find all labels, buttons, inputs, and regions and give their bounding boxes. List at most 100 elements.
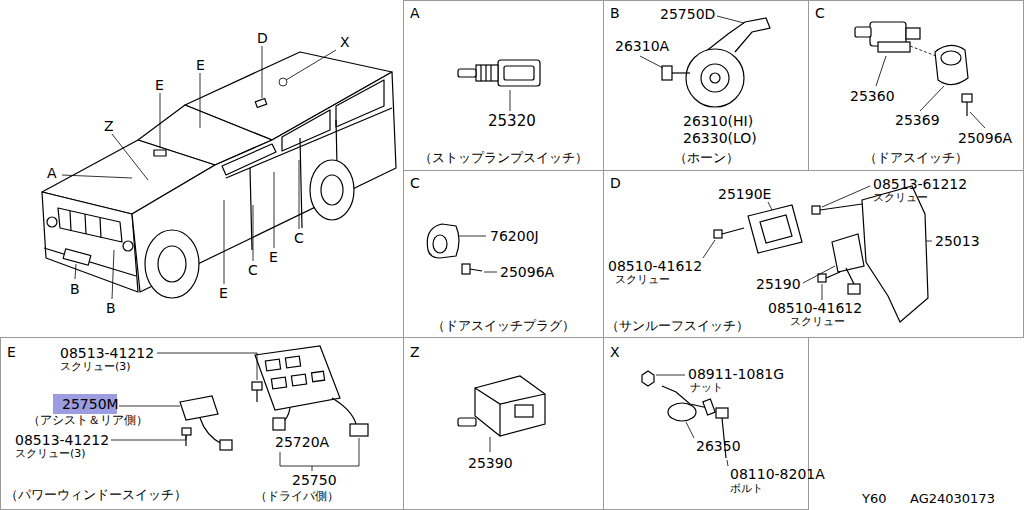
switch-x: [656, 375, 685, 376]
leader-line: [262, 46, 263, 98]
location-letter: E: [219, 285, 228, 301]
part-number: 25750M: [62, 396, 119, 412]
power-window-switch: [332, 398, 356, 424]
panel-caption: （ホーン）: [604, 151, 808, 166]
horn: [640, 56, 663, 68]
power-window-switch: [291, 374, 306, 386]
power-window-switch: [350, 424, 368, 436]
part-number: 25750: [292, 472, 337, 488]
door-switch: [876, 56, 886, 86]
part-number: 08513-41212: [15, 432, 109, 448]
door-switch: [935, 45, 968, 84]
stop-lamp-switch: [504, 66, 534, 80]
leader-line: [112, 250, 114, 299]
horn: [662, 66, 672, 80]
sunroof-switch: [703, 240, 715, 258]
location-letter: B: [70, 281, 80, 297]
panel-letter: C: [410, 175, 420, 191]
part-number: AG24030173: [910, 492, 995, 507]
location-letter: E: [269, 249, 278, 265]
switch-z: [499, 404, 500, 436]
part-number: 25360: [850, 88, 895, 104]
vehicle-illustration: [42, 192, 138, 292]
part-number: 76200J: [490, 228, 539, 244]
part-number: （アシスト＆リア側）: [28, 414, 148, 428]
part-number: 25190E: [718, 186, 771, 202]
power-window-switch: [220, 440, 232, 450]
sunroof-switch: [768, 202, 772, 210]
sunroof-switch: [703, 186, 932, 322]
switch-x: [686, 422, 694, 438]
horn: [710, 73, 720, 83]
sunroof-switch: [822, 284, 823, 300]
switch-x: [716, 408, 728, 418]
sunroof-switch: [760, 215, 792, 243]
part-number: Y60: [862, 492, 886, 507]
stop-lamp-switch: [498, 60, 540, 86]
door-switch: [855, 22, 985, 128]
power-window-switch: [273, 418, 285, 430]
panel-letter: D: [610, 175, 621, 191]
panel-box: Z: [403, 337, 604, 510]
door-switch: [855, 27, 871, 37]
vehicle-illustration: [85, 214, 86, 234]
power-window-switch: [312, 371, 325, 382]
vehicle-illustration: [44, 248, 136, 276]
part-number: 25013: [935, 233, 980, 249]
part-number: 08510-41612: [768, 300, 862, 316]
vehicle-illustration: [63, 249, 91, 265]
switch-z: [515, 405, 533, 417]
leader-line: [274, 172, 275, 248]
part-number: 25720A: [275, 434, 329, 450]
horn: [686, 49, 744, 107]
sunroof-switch: [926, 241, 932, 242]
vehicle-illustration: [70, 211, 71, 231]
door-switch-plug: [484, 272, 497, 273]
location-letter: B: [106, 300, 116, 316]
part-number: 08110-8201A: [730, 466, 825, 482]
horn: [705, 18, 770, 52]
panel-letter: B: [610, 5, 620, 21]
sunroof-switch: [803, 266, 835, 283]
sunroof-switch: [846, 268, 854, 284]
location-letter: D: [257, 30, 268, 46]
stop-lamp-switch: [485, 65, 486, 81]
leader-line: [299, 160, 300, 229]
location-letter: C: [294, 230, 304, 246]
switch-x: [642, 371, 654, 386]
part-number: 08513-61212: [873, 176, 967, 192]
vehicle-illustration: [222, 144, 276, 175]
panel-letter: E: [7, 344, 16, 360]
part-number: 25369: [895, 112, 940, 128]
panel-box: A（ストップランプスイッチ）: [403, 0, 604, 171]
horn: [640, 16, 770, 107]
switch-x: [668, 403, 696, 421]
power-window-switch: [271, 377, 286, 389]
panel-caption: （ドアスイッチプラグ）: [404, 319, 603, 334]
vehicle-illustration: [123, 241, 133, 251]
vehicle-illustration: [321, 175, 343, 205]
leader-line: [253, 205, 254, 261]
part-number: 08510-41612: [608, 258, 702, 274]
door-switch-plug: [433, 235, 447, 253]
panel-letter: A: [410, 5, 420, 21]
part-number: 25320: [488, 113, 536, 130]
panel-letter: X: [610, 344, 620, 360]
leader-line: [200, 73, 201, 128]
power-window-switch: [157, 353, 257, 380]
part-number: 26310A: [615, 38, 669, 54]
switch-z: [458, 376, 545, 452]
part-number: 08513-41212: [60, 345, 154, 361]
location-letter: E: [155, 77, 164, 93]
stop-lamp-switch: [458, 69, 476, 77]
part-number: スクリュー(3): [15, 448, 86, 461]
vehicle-illustration: [158, 246, 186, 282]
leader-line: [224, 200, 225, 284]
stop-lamp-switch: [458, 60, 540, 111]
power-window-switch: [182, 428, 191, 435]
part-number: 26310(HI): [683, 113, 753, 129]
door-switch-plug: [458, 236, 486, 237]
